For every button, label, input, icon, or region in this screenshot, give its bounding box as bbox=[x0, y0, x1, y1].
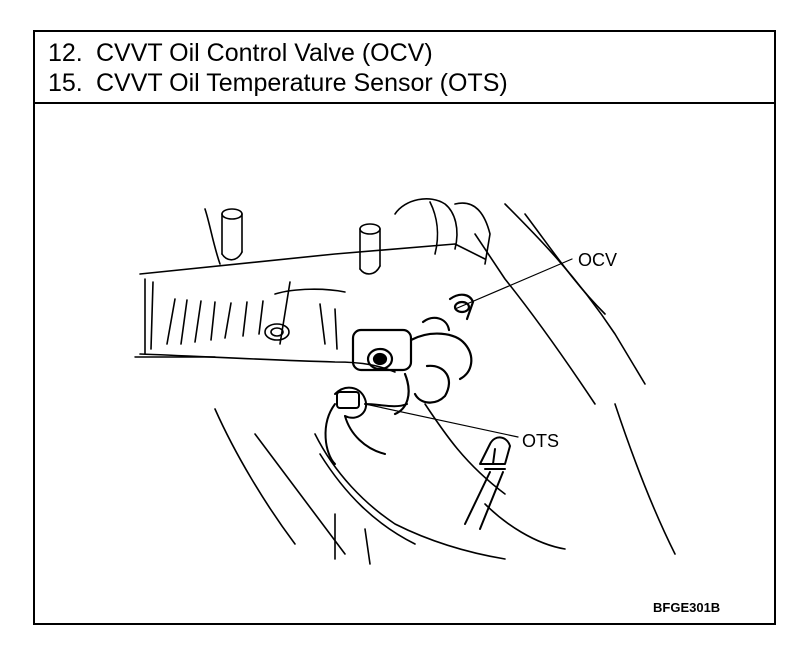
legend-item-label: CVVT Oil Temperature Sensor (OTS) bbox=[96, 69, 508, 97]
legend-item-number: 12. bbox=[48, 39, 83, 67]
ocv-valve-assembly bbox=[351, 293, 475, 416]
engine-drawing bbox=[134, 198, 676, 565]
figure-frame: 12. CVVT Oil Control Valve (OCV) 15. CVVT … bbox=[33, 30, 776, 625]
ignition-posts bbox=[221, 208, 381, 341]
legend-item-ots: 15. CVVT Oil Temperature Sensor (OTS) bbox=[48, 68, 774, 98]
ots-sensor bbox=[324, 386, 408, 465]
ots-callout-label: OTS bbox=[522, 431, 560, 451]
legend-header: 12. CVVT Oil Control Valve (OCV) 15. CVVT … bbox=[35, 32, 774, 104]
upper-housing bbox=[204, 198, 646, 405]
legend-item-number: 15. bbox=[48, 69, 83, 97]
figure-code: BFGE301B bbox=[653, 600, 721, 615]
ots-leader-line bbox=[364, 403, 519, 438]
legend-item-ocv: 12. CVVT Oil Control Valve (OCV) bbox=[48, 38, 774, 68]
ocv-leader-line bbox=[454, 258, 573, 310]
leader-lines bbox=[364, 258, 573, 438]
cylinder-head-outline bbox=[139, 243, 486, 373]
dipstick bbox=[464, 436, 511, 530]
ocv-callout-label: OCV bbox=[578, 250, 618, 270]
engine-illustration: OCV OTS BFGE301B bbox=[35, 104, 774, 623]
engine-block-lower bbox=[214, 403, 676, 565]
legend-item-label: CVVT Oil Control Valve (OCV) bbox=[96, 39, 433, 67]
